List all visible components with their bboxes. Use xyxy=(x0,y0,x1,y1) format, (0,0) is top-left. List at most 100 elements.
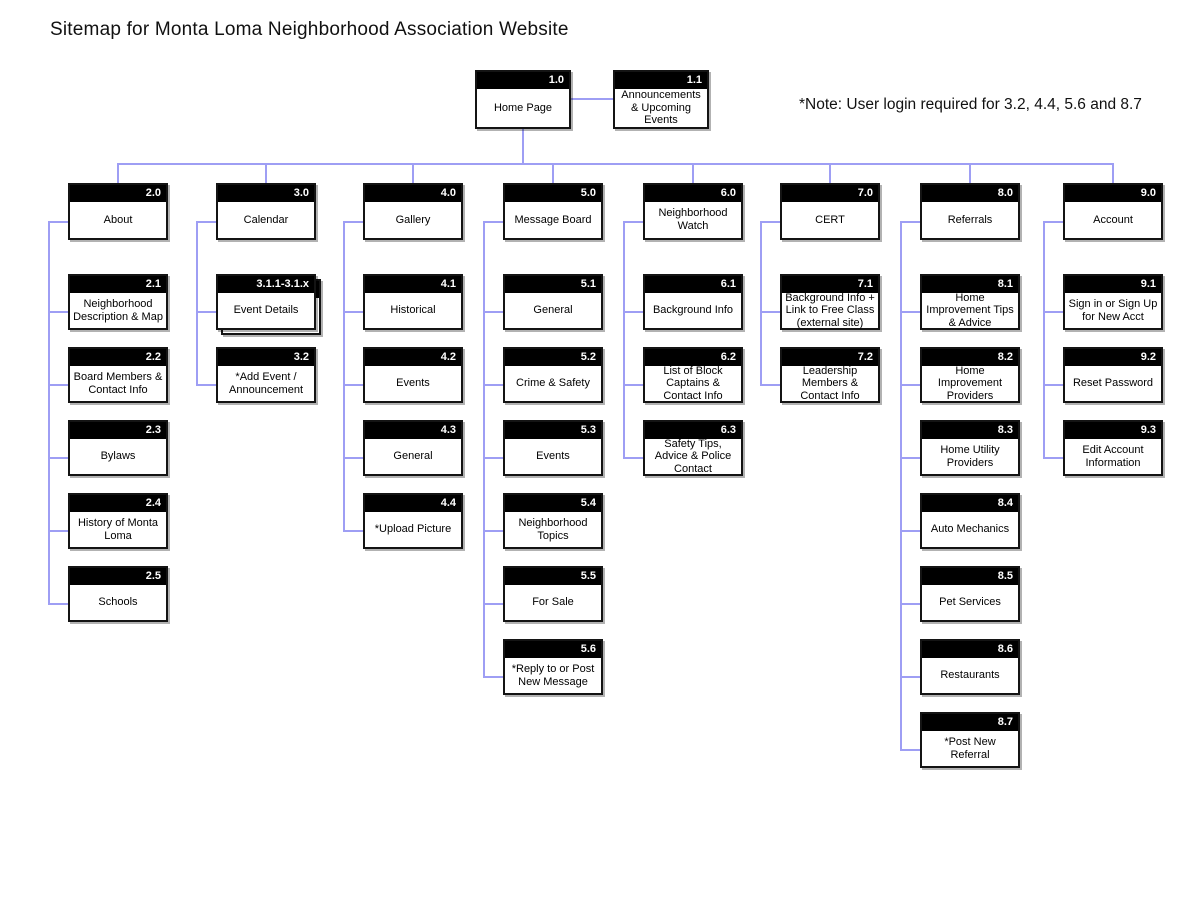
node-6-2-id: 6.2 xyxy=(645,349,741,366)
node-9-2-id: 9.2 xyxy=(1065,349,1161,366)
node-2-0-id: 2.0 xyxy=(70,185,166,202)
node-2-1-id: 2.1 xyxy=(70,276,166,293)
node-2-3-label: Bylaws xyxy=(100,450,136,463)
connector-line xyxy=(760,221,780,223)
connector-line xyxy=(900,676,920,678)
node-5-0-id: 5.0 xyxy=(505,185,601,202)
node-3-0-id: 3.0 xyxy=(218,185,314,202)
connector-line xyxy=(265,163,267,183)
connector-line xyxy=(48,221,68,223)
node-5-4-id: 5.4 xyxy=(505,495,601,512)
node-5-6-label: *Reply to or Post New Message xyxy=(511,662,595,688)
node-4-0-id: 4.0 xyxy=(365,185,461,202)
node-7-2-id: 7.2 xyxy=(782,349,878,366)
node-8-7-id: 8.7 xyxy=(922,714,1018,731)
node-6-3-label: Safety Tips, Advice & Police Contact xyxy=(654,437,732,475)
connector-line xyxy=(623,221,643,223)
node-5-0-label: Message Board xyxy=(514,213,592,226)
node-3-2-label: *Add Event / Announcement xyxy=(229,370,303,396)
node-3-0-label: Calendar xyxy=(243,213,289,226)
node-8-0-label: Referrals xyxy=(947,213,993,226)
connector-line xyxy=(571,98,613,100)
connector-line xyxy=(900,221,920,223)
connector-line xyxy=(48,221,50,605)
node-4-4-id: 4.4 xyxy=(365,495,461,512)
node-3-1-1-3-1-x-label: Event Details xyxy=(233,304,299,317)
connector-line xyxy=(483,603,503,605)
node-5-6: 5.6*Reply to or Post New Message xyxy=(503,639,603,695)
connector-line xyxy=(623,457,643,459)
node-5-2-id: 5.2 xyxy=(505,349,601,366)
connector-line xyxy=(900,221,902,751)
node-7-1-id: 7.1 xyxy=(782,276,878,293)
node-5-5-label: For Sale xyxy=(532,596,574,609)
connector-line xyxy=(412,163,414,183)
node-8-3-id: 8.3 xyxy=(922,422,1018,439)
node-6-1-id: 6.1 xyxy=(645,276,741,293)
connector-line xyxy=(343,384,363,386)
node-2-1-label: Neighborhood Description & Map xyxy=(73,297,163,323)
connector-line xyxy=(900,749,920,751)
node-2-0-label: About xyxy=(103,213,133,226)
connector-line xyxy=(1112,163,1114,183)
node-8-1-label: Home Improvement Tips & Advice xyxy=(926,291,1014,329)
node-8-6-label: Restaurants xyxy=(940,669,1000,682)
connector-line xyxy=(900,530,920,532)
connector-line xyxy=(483,221,503,223)
node-1-0-id: 1.0 xyxy=(477,72,569,89)
connector-line xyxy=(900,457,920,459)
node-4-1-label: Historical xyxy=(390,304,436,317)
node-8-2-id: 8.2 xyxy=(922,349,1018,366)
node-4-4-label: *Upload Picture xyxy=(374,523,452,536)
connector-line xyxy=(48,311,68,313)
node-4-1-id: 4.1 xyxy=(365,276,461,293)
node-4-4: 4.4 *Upload Picture xyxy=(363,493,463,549)
node-9-1-label: Sign in or Sign Up for New Acct xyxy=(1068,297,1158,323)
connector-line xyxy=(343,311,363,313)
node-8-7: 8.7*Post New Referral xyxy=(920,712,1020,768)
node-8-0-id: 8.0 xyxy=(922,185,1018,202)
connector-line xyxy=(1043,311,1063,313)
connector-line xyxy=(196,384,216,386)
connector-line xyxy=(483,457,503,459)
node-5-3-label: Events xyxy=(536,450,570,463)
connector-line xyxy=(900,311,920,313)
node-4-0-label: Gallery xyxy=(395,213,431,226)
connector-line xyxy=(623,221,625,459)
node-2-4-id: 2.4 xyxy=(70,495,166,512)
node-6-0-id: 6.0 xyxy=(645,185,741,202)
node-1-1-id: 1.1 xyxy=(615,72,707,89)
node-5-1-label: General xyxy=(533,304,573,317)
connector-line xyxy=(900,384,920,386)
node-2-5-id: 2.5 xyxy=(70,568,166,585)
connector-line xyxy=(483,221,485,678)
node-9-0-id: 9.0 xyxy=(1065,185,1161,202)
connector-line xyxy=(829,163,831,183)
node-6-3-id: 6.3 xyxy=(645,422,741,439)
node-7-1-label: Background Info + Link to Free Class (ex… xyxy=(785,291,875,329)
connector-line xyxy=(692,163,694,183)
node-8-2-label: Home Improvement Providers xyxy=(937,364,1003,402)
